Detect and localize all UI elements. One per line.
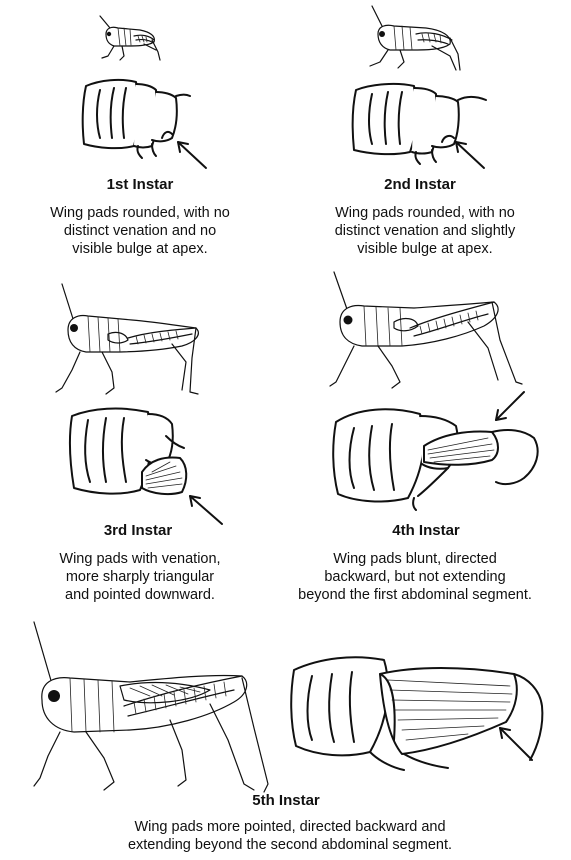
instar-4-line-3: beyond the first abdominal segment. — [262, 586, 568, 604]
instar-1-title: 1st Instar — [60, 176, 220, 193]
arrow-1st-instar — [174, 138, 210, 172]
instar-1-line-1: Wing pads rounded, with no — [10, 204, 270, 222]
arrow-2nd-instar — [452, 138, 488, 172]
instar-3-line-1: Wing pads with venation, — [10, 550, 270, 568]
instar-2-line-3: visible bulge at apex. — [290, 240, 560, 258]
instar-1-line-2: distinct venation and no — [10, 222, 270, 240]
instar-5-title: 5th Instar — [206, 792, 366, 809]
instar-1-line-3: visible bulge at apex. — [10, 240, 270, 258]
instar-2-title: 2nd Instar — [340, 176, 500, 193]
grasshopper-3rd-instar-illustration — [52, 282, 212, 400]
grasshopper-2nd-instar-illustration — [366, 4, 470, 74]
instar-4-line-1: Wing pads blunt, directed — [262, 550, 568, 568]
instar-5-line-2: extending beyond the second abdominal se… — [60, 836, 520, 854]
instar-4-line-2: backward, but not extending — [262, 568, 568, 586]
wing-pad-3rd-instar-illustration — [64, 402, 204, 512]
instar-4-description: Wing pads blunt, directed backward, but … — [262, 550, 568, 604]
grasshopper-1st-instar-illustration — [96, 14, 166, 62]
instar-5-description: Wing pads more pointed, directed backwar… — [60, 818, 520, 854]
instar-2-line-1: Wing pads rounded, with no — [290, 204, 560, 222]
grasshopper-5th-instar-illustration — [20, 620, 270, 800]
instar-3-line-3: and pointed downward. — [10, 586, 270, 604]
instar-2-description: Wing pads rounded, with no distinct vena… — [290, 204, 560, 258]
instar-3-line-2: more sharply triangular — [10, 568, 270, 586]
instar-1-description: Wing pads rounded, with no distinct vena… — [10, 204, 270, 258]
instar-2-line-2: distinct venation and slightly — [290, 222, 560, 240]
instar-3-description: Wing pads with venation, more sharply tr… — [10, 550, 270, 604]
instar-4-title: 4th Instar — [346, 522, 506, 539]
arrow-5th-instar — [496, 724, 536, 764]
arrow-4th-instar — [492, 388, 528, 424]
instar-3-title: 3rd Instar — [58, 522, 218, 539]
instar-5-line-1: Wing pads more pointed, directed backwar… — [60, 818, 520, 836]
grasshopper-4th-instar-illustration — [322, 270, 522, 392]
